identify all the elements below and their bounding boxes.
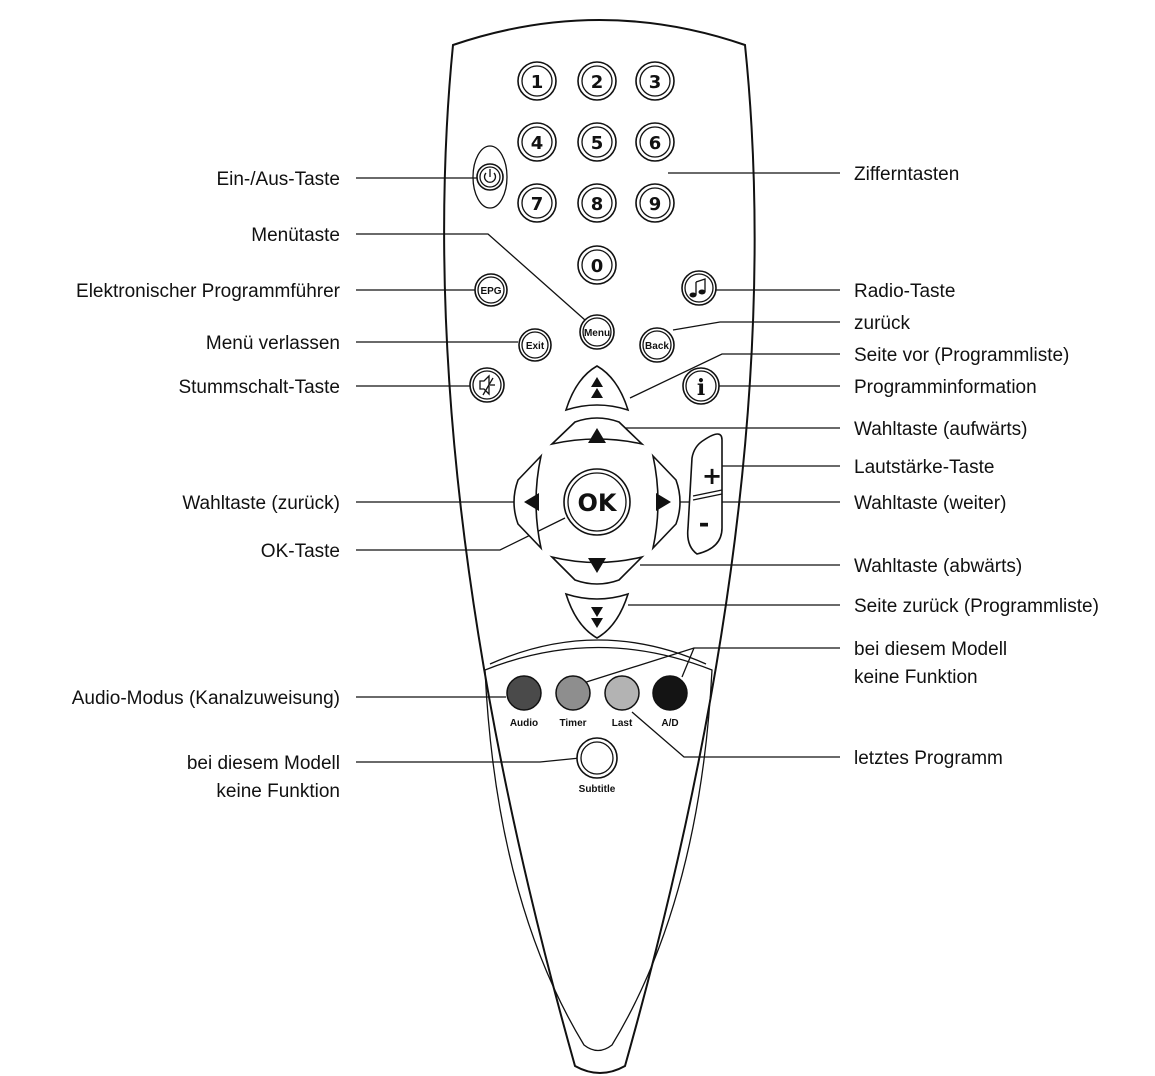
back-button-label: Back xyxy=(645,341,669,352)
labels-left: Ein-/Aus-Taste Menütaste Elektronischer … xyxy=(72,169,341,802)
digit-button-5[interactable]: 5 xyxy=(577,122,617,162)
label-subtitle-line2: keine Funktion xyxy=(216,781,340,802)
label-power: Ein-/Aus-Taste xyxy=(216,169,340,190)
labels-right: Zifferntasten Radio-Taste zurück Seite v… xyxy=(854,164,1099,769)
subtitle-button[interactable]: Subtitle xyxy=(576,737,618,795)
label-nofunc-line1: bei diesem Modell xyxy=(854,639,1007,660)
info-button[interactable]: i xyxy=(682,367,720,405)
label-page-down: Seite zurück (Programmliste) xyxy=(854,596,1099,617)
volume-up-label: + xyxy=(702,462,722,490)
mute-button[interactable] xyxy=(469,367,505,403)
dpad-up-button[interactable] xyxy=(549,417,645,446)
digit-label: 9 xyxy=(649,194,662,215)
epg-button[interactable]: EPG xyxy=(474,273,508,307)
digit-button-0[interactable]: 0 xyxy=(577,245,617,285)
label-left: Wahltaste (zurück) xyxy=(182,493,340,514)
exit-button-label: Exit xyxy=(526,341,545,352)
dpad-down-button[interactable] xyxy=(549,555,645,585)
remote-bottom-panel xyxy=(484,646,713,1052)
leader-lines xyxy=(356,172,840,763)
audio-button-label: Audio xyxy=(510,718,538,729)
digit-label: 7 xyxy=(531,194,544,215)
digit-button-6[interactable]: 6 xyxy=(635,122,675,162)
digit-label: 1 xyxy=(531,72,544,93)
label-exit: Menü verlassen xyxy=(206,333,340,354)
power-icon xyxy=(483,169,497,183)
exit-button[interactable]: Exit xyxy=(518,328,552,362)
digit-label: 6 xyxy=(649,133,662,154)
volume-rocker[interactable]: + - xyxy=(686,433,723,555)
label-nofunc-line2: keine Funktion xyxy=(854,667,978,688)
remote-bottom-panel-arc xyxy=(489,639,707,665)
label-down: Wahltaste (abwärts) xyxy=(854,556,1022,577)
label-audio: Audio-Modus (Kanalzuweisung) xyxy=(72,688,340,709)
digit-keypad: 1 2 3 4 5 6 7 8 9 0 xyxy=(517,61,675,285)
label-mute: Stummschalt-Taste xyxy=(178,377,340,398)
up-arrow-icon xyxy=(588,428,606,443)
music-note-icon xyxy=(689,278,706,298)
remote-body xyxy=(443,19,756,1074)
digit-button-8[interactable]: 8 xyxy=(577,183,617,223)
dpad: OK xyxy=(513,417,681,585)
label-back: zurück xyxy=(854,313,910,334)
info-icon: i xyxy=(697,375,705,401)
page-down-button[interactable] xyxy=(564,592,630,639)
label-digits: Zifferntasten xyxy=(854,164,959,185)
power-button-surround xyxy=(472,145,508,209)
dpad-left-button[interactable] xyxy=(513,453,543,551)
dpad-right-button[interactable] xyxy=(651,453,681,551)
digit-label: 3 xyxy=(649,72,662,93)
right-arrow-icon xyxy=(656,493,671,511)
label-ok: OK-Taste xyxy=(261,541,340,562)
mute-icon xyxy=(479,374,495,396)
left-arrow-icon xyxy=(524,493,539,511)
label-last: letztes Programm xyxy=(854,748,1003,769)
label-page-up: Seite vor (Programmliste) xyxy=(854,345,1069,366)
last-button[interactable]: Last xyxy=(604,675,640,729)
page-up-button[interactable] xyxy=(564,365,630,412)
label-right: Wahltaste (weiter) xyxy=(854,493,1006,514)
digit-button-3[interactable]: 3 xyxy=(635,61,675,101)
down-arrow-icon xyxy=(588,558,606,573)
ok-button-label: OK xyxy=(578,489,618,517)
ad-button-label: A/D xyxy=(661,718,678,729)
back-button[interactable]: Back xyxy=(639,327,675,363)
menu-button[interactable]: Menu xyxy=(579,314,615,350)
digit-label: 8 xyxy=(591,194,604,215)
audio-button[interactable]: Audio xyxy=(506,675,542,729)
ok-button[interactable]: OK xyxy=(563,468,631,536)
color-buttons: Audio Timer Last A/D xyxy=(506,675,688,729)
timer-button[interactable]: Timer xyxy=(555,675,591,729)
label-up: Wahltaste (aufwärts) xyxy=(854,419,1028,440)
power-button[interactable] xyxy=(476,163,504,191)
digit-button-2[interactable]: 2 xyxy=(577,61,617,101)
digit-label: 4 xyxy=(531,133,544,154)
double-up-arrow-icon xyxy=(591,377,603,398)
timer-button-label: Timer xyxy=(559,718,586,729)
subtitle-button-label: Subtitle xyxy=(579,784,616,795)
double-down-arrow-icon xyxy=(591,607,603,628)
label-info: Programminformation xyxy=(854,377,1037,398)
label-subtitle-line1: bei diesem Modell xyxy=(187,753,340,774)
label-menu: Menütaste xyxy=(251,225,340,246)
radio-button[interactable] xyxy=(681,270,717,306)
digit-button-4[interactable]: 4 xyxy=(517,122,557,162)
digit-button-7[interactable]: 7 xyxy=(517,183,557,223)
digit-label: 5 xyxy=(591,133,604,154)
last-button-label: Last xyxy=(612,718,633,729)
epg-button-label: EPG xyxy=(480,286,501,297)
digit-label: 2 xyxy=(591,72,604,93)
digit-button-1[interactable]: 1 xyxy=(517,61,557,101)
menu-button-label: Menu xyxy=(584,328,610,339)
ad-button[interactable]: A/D xyxy=(652,675,688,729)
volume-down-label: - xyxy=(699,509,710,539)
label-radio: Radio-Taste xyxy=(854,281,955,302)
label-epg: Elektronischer Programmführer xyxy=(76,281,341,302)
digit-button-9[interactable]: 9 xyxy=(635,183,675,223)
label-volume: Lautstärke-Taste xyxy=(854,457,994,478)
digit-label: 0 xyxy=(591,256,604,277)
